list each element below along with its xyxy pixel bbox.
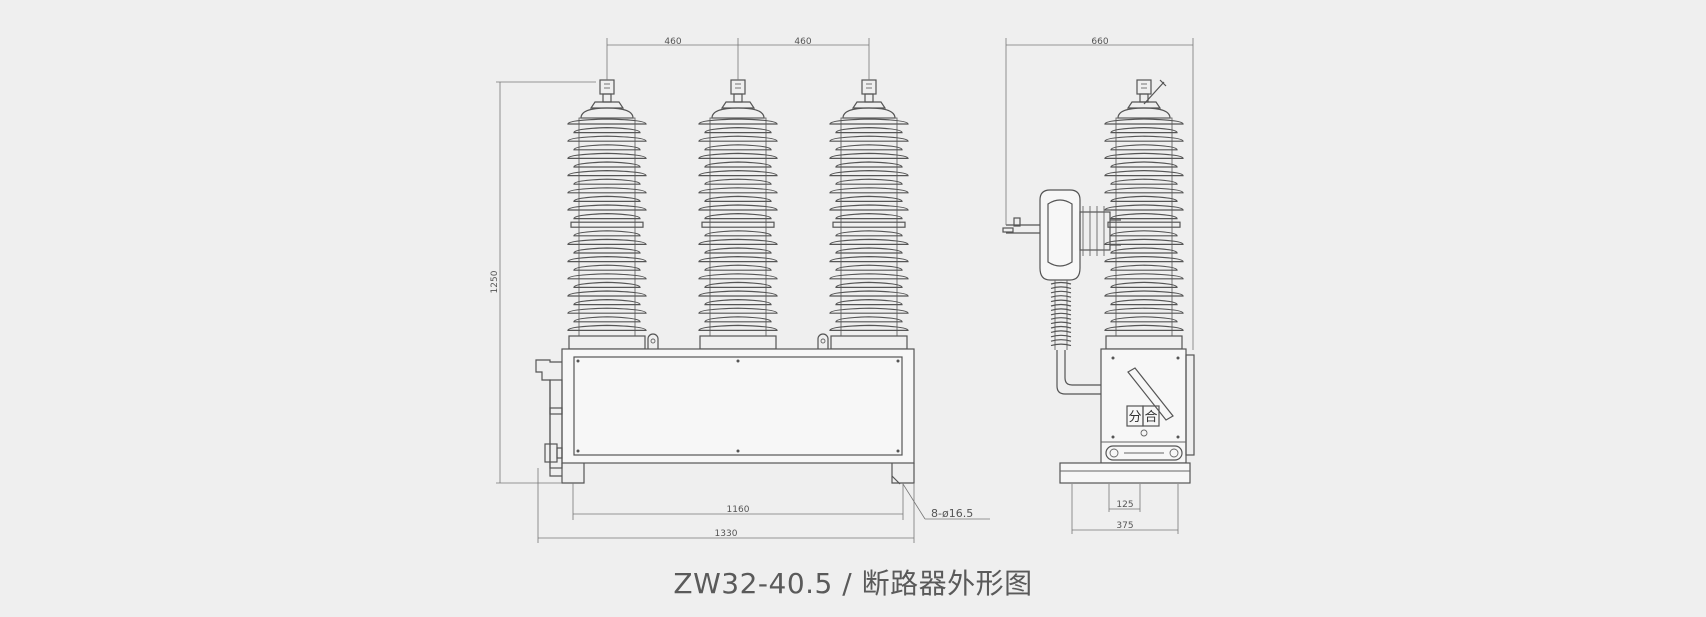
insulator-cap <box>580 107 634 119</box>
insulator-base <box>1105 335 1183 350</box>
side-view: 分 合 <box>1002 37 1195 534</box>
insulator-sheds <box>1104 118 1184 331</box>
insulator-base <box>568 335 646 350</box>
insulator-cap <box>1117 107 1171 119</box>
pole-b <box>698 79 778 350</box>
pole-a <box>567 79 647 350</box>
close-indicator-box <box>1142 405 1160 427</box>
insulator-sheds <box>829 118 909 331</box>
side-insulator-pole <box>1104 79 1184 350</box>
front-housing-panel <box>573 356 903 456</box>
terminal-stem <box>602 93 612 103</box>
breaker-outline-drawing: 460 460 1250 1160 1330 8-ø16.5 分 合 <box>490 37 1195 543</box>
front-housing <box>561 348 915 464</box>
bellows-hose <box>1050 280 1072 350</box>
top-handle <box>1143 81 1165 105</box>
terminal-block <box>861 79 877 95</box>
dim-pole-spacing-right: 460 <box>794 37 811 47</box>
terminal-block <box>730 79 746 95</box>
lifting-lugs <box>647 333 829 349</box>
front-dimension-lines <box>496 38 990 543</box>
nameplate-slot <box>1105 445 1183 461</box>
dim-front-base-width: 1330 <box>715 529 738 539</box>
insulator-sheds <box>567 118 647 331</box>
insulator-cap <box>842 107 896 119</box>
terminal-block <box>1136 79 1152 95</box>
dim-mount-hole-spec: 8-ø16.5 <box>931 507 973 520</box>
terminal-block <box>599 79 615 95</box>
side-pole-body <box>1104 79 1184 350</box>
current-transformer-assembly <box>1002 189 1121 395</box>
dim-side-inner-span: 125 <box>1116 500 1133 510</box>
insulator-base <box>830 335 908 350</box>
dim-side-base-width: 375 <box>1116 521 1133 531</box>
terminal-stem <box>864 93 874 103</box>
dim-side-width: 660 <box>1091 37 1108 47</box>
side-base-plate <box>1059 462 1191 484</box>
terminal-stem <box>733 93 743 103</box>
side-dimension-lines <box>1005 38 1194 534</box>
insulator-cap <box>711 107 765 119</box>
figure-caption: ZW32-40.5 / 断路器外形图 <box>673 567 1033 600</box>
front-view: 460 460 1250 1160 1330 8-ø16.5 <box>490 37 990 543</box>
insulator-base <box>699 335 777 350</box>
dim-front-height: 1250 <box>490 270 500 293</box>
pole-c <box>829 79 909 350</box>
insulator-poles <box>567 79 909 350</box>
position-indicator-arm <box>1127 367 1174 421</box>
ct-ribs <box>1082 206 1105 256</box>
dim-mount-holes-span: 1160 <box>727 505 750 515</box>
side-bracket <box>535 359 563 477</box>
dim-pole-spacing-left: 460 <box>664 37 681 47</box>
front-housing-bolts <box>576 359 900 453</box>
open-label: 分 <box>1128 410 1141 425</box>
insulator-sheds <box>698 118 778 331</box>
close-label: 合 <box>1144 410 1157 425</box>
front-feet <box>561 463 915 485</box>
